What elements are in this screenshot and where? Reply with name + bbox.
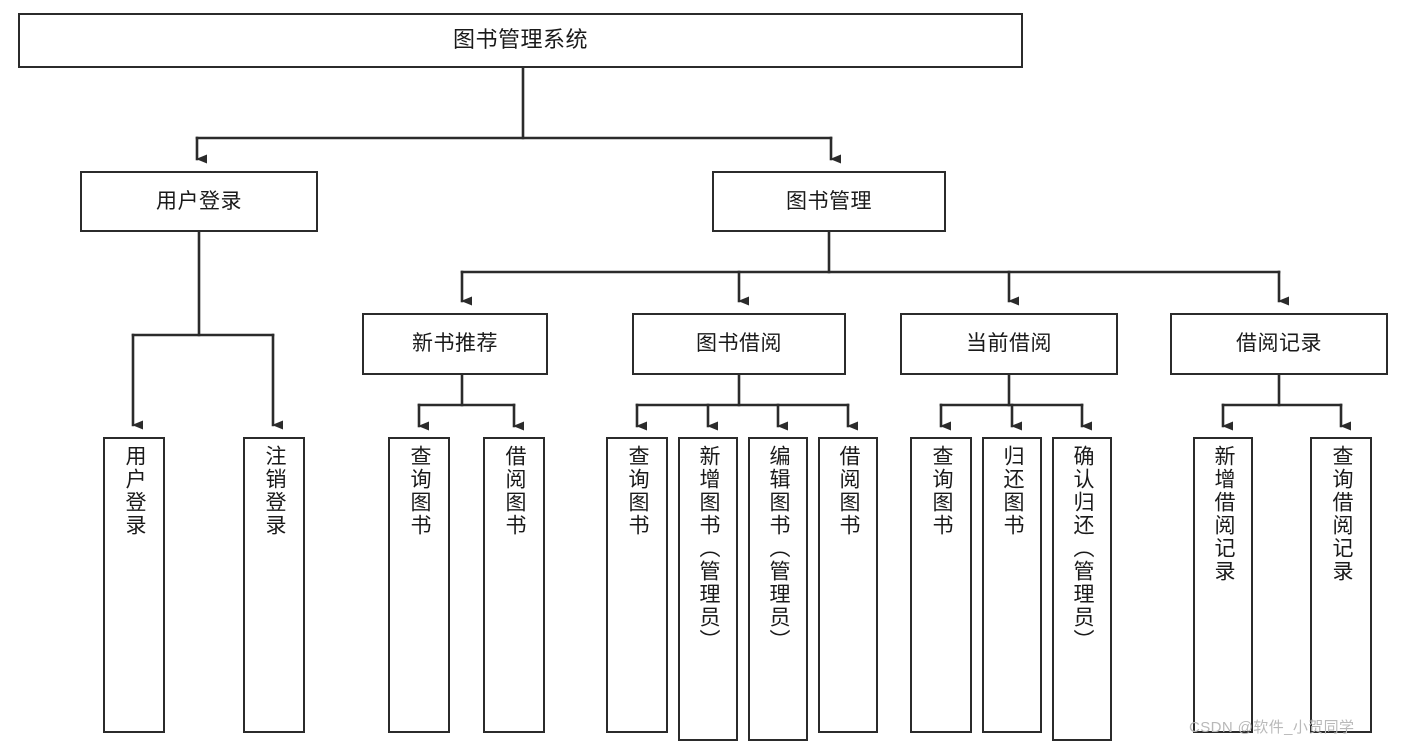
node-borrow-record-label: 借阅记录: [1236, 332, 1322, 356]
node-leaf-query-book-3-label: 查询图书: [930, 445, 954, 537]
watermark-text: CSDN @软件_小贺同学: [1189, 719, 1355, 736]
node-root[interactable]: 图书管理系统: [18, 13, 1023, 68]
node-leaf-borrow-book-1[interactable]: 借阅图书: [483, 437, 545, 733]
node-book-manage[interactable]: 图书管理: [712, 171, 946, 232]
node-user-login-label: 用户登录: [156, 189, 242, 213]
node-book-manage-label: 图书管理: [786, 189, 872, 213]
node-leaf-add-book-label: 新增图书（管理员）: [697, 445, 721, 652]
node-leaf-confirm-return-label: 确认归还（管理员）: [1071, 445, 1095, 652]
node-borrow-record[interactable]: 借阅记录: [1170, 313, 1388, 375]
node-leaf-logout-label: 注销登录: [263, 445, 287, 537]
node-leaf-query-record[interactable]: 查询借阅记录: [1310, 437, 1372, 733]
node-leaf-query-book-2[interactable]: 查询图书: [606, 437, 668, 733]
node-book-borrow-label: 图书借阅: [696, 332, 782, 356]
node-leaf-query-book-1[interactable]: 查询图书: [388, 437, 450, 733]
node-leaf-user-login[interactable]: 用户登录: [103, 437, 165, 733]
node-leaf-logout[interactable]: 注销登录: [243, 437, 305, 733]
node-leaf-query-book-1-label: 查询图书: [408, 445, 432, 537]
node-user-login[interactable]: 用户登录: [80, 171, 318, 232]
node-new-book-recommend-label: 新书推荐: [412, 332, 498, 356]
node-current-borrow-label: 当前借阅: [966, 332, 1052, 356]
node-leaf-borrow-book-2-label: 借阅图书: [837, 445, 861, 537]
node-leaf-query-book-2-label: 查询图书: [626, 445, 650, 537]
node-leaf-query-book-3[interactable]: 查询图书: [910, 437, 972, 733]
node-root-label: 图书管理系统: [452, 27, 588, 53]
node-leaf-return-book-label: 归还图书: [1001, 445, 1025, 537]
node-leaf-query-record-label: 查询借阅记录: [1330, 445, 1354, 583]
node-new-book-recommend[interactable]: 新书推荐: [362, 313, 548, 375]
node-book-borrow[interactable]: 图书借阅: [632, 313, 846, 375]
node-leaf-add-book[interactable]: 新增图书（管理员）: [678, 437, 738, 741]
node-leaf-add-record-label: 新增借阅记录: [1212, 445, 1236, 583]
node-leaf-borrow-book-1-label: 借阅图书: [503, 445, 527, 537]
node-leaf-edit-book[interactable]: 编辑图书（管理员）: [748, 437, 808, 741]
node-leaf-return-book[interactable]: 归还图书: [982, 437, 1042, 733]
node-leaf-add-record[interactable]: 新增借阅记录: [1193, 437, 1253, 733]
node-current-borrow[interactable]: 当前借阅: [900, 313, 1118, 375]
node-leaf-edit-book-label: 编辑图书（管理员）: [767, 445, 791, 652]
node-leaf-confirm-return[interactable]: 确认归还（管理员）: [1052, 437, 1112, 741]
node-leaf-borrow-book-2[interactable]: 借阅图书: [818, 437, 878, 733]
node-leaf-user-login-label: 用户登录: [123, 445, 147, 537]
